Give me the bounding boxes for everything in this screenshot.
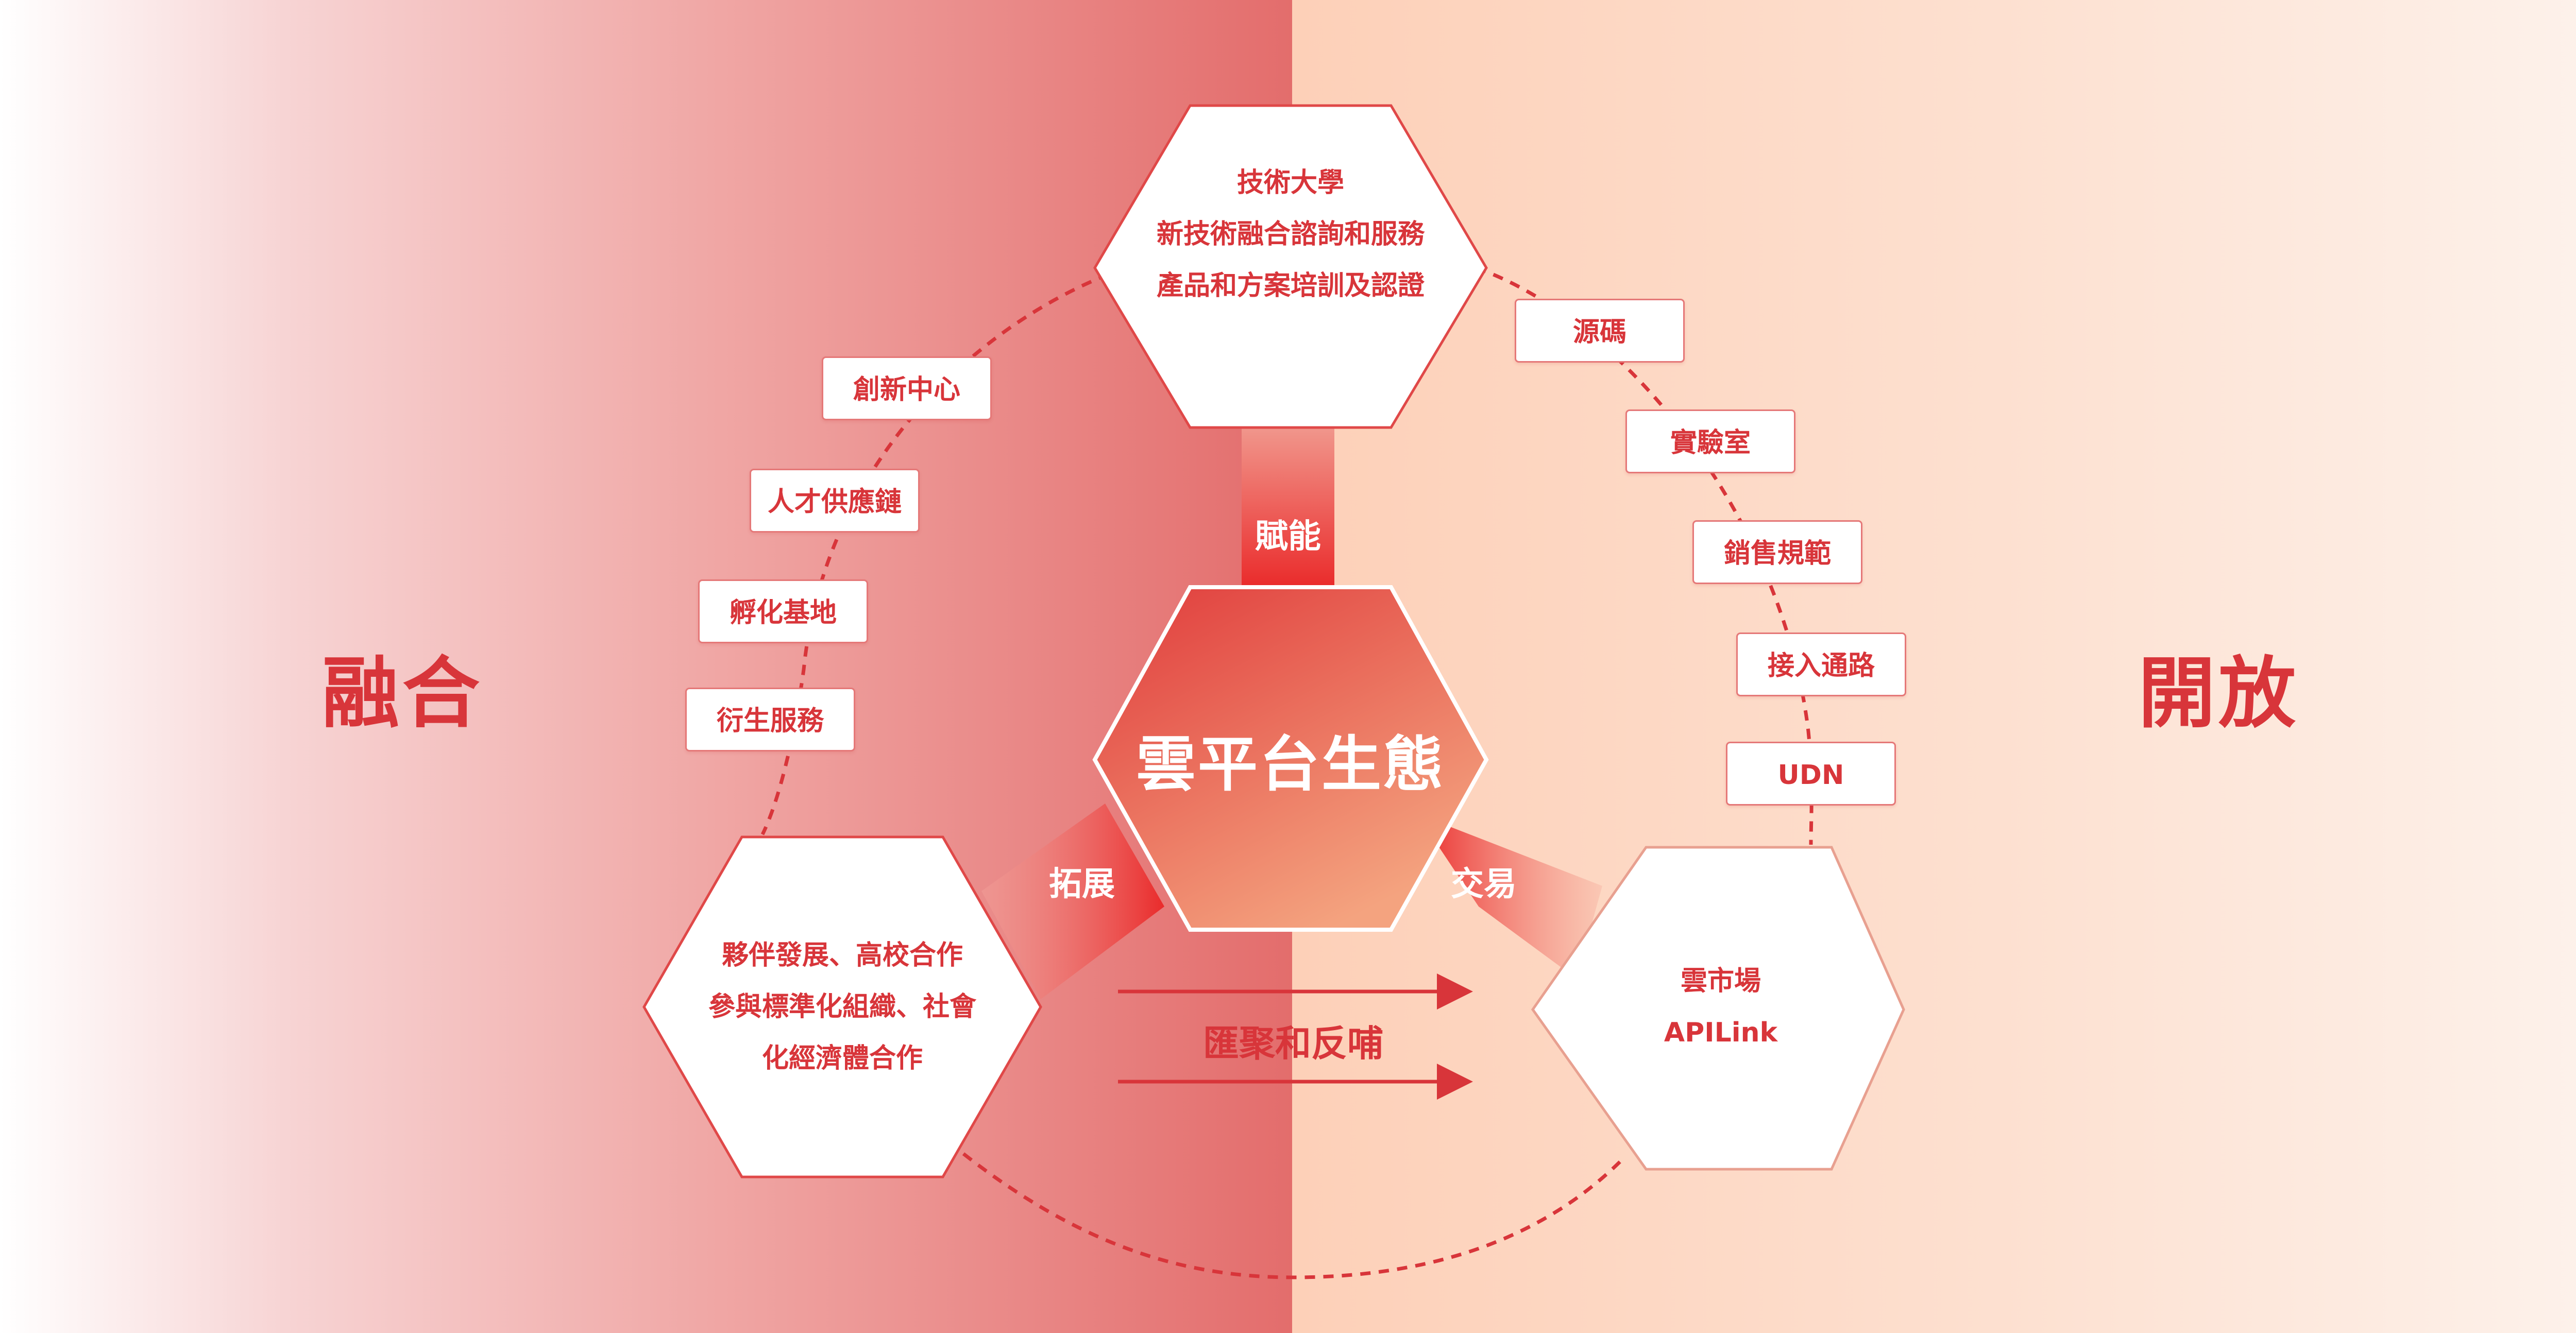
tag-laboratory: 實驗室 xyxy=(1625,409,1795,473)
left-hexagon xyxy=(642,835,1042,1178)
top-hex-line-3: 產品和方案培訓及認證 xyxy=(1156,270,1425,301)
connector-label-top: 賦能 xyxy=(1255,518,1321,556)
dashed-arc-left xyxy=(760,266,1127,835)
right-hex-line-2: APILink xyxy=(1664,1017,1778,1048)
right-hex-line-1: 雲市場 xyxy=(1680,966,1761,997)
tag-udn: UDN xyxy=(1726,742,1896,806)
tag-innovation-center: 創新中心 xyxy=(822,356,992,420)
background-left-panel xyxy=(0,0,1292,1333)
left-hex-text: 夥伴發展、高校合作 參與標準化組織、社會 化經濟體合作 xyxy=(649,930,1036,1084)
left-hex-line-3: 化經濟體合作 xyxy=(761,1043,923,1074)
connector-bar-top xyxy=(1242,422,1334,587)
connector-label-right: 交易 xyxy=(1451,865,1517,903)
connector-label-left: 拓展 xyxy=(1049,865,1115,903)
side-title-right: 開放 xyxy=(2138,649,2299,739)
tag-talent-supply-chain: 人才供應鏈 xyxy=(750,469,920,533)
tag-source-code: 源碼 xyxy=(1515,299,1685,363)
top-hexagon xyxy=(1093,104,1488,429)
side-title-left: 融合 xyxy=(322,649,483,739)
top-hex-text: 技術大學 新技術融合諮詢和服務 產品和方案培訓及認證 xyxy=(1097,157,1484,312)
center-hexagon xyxy=(1092,585,1489,932)
connector-bar-left xyxy=(981,804,1164,999)
tag-access-channels: 接入通路 xyxy=(1736,633,1906,696)
connector-bar-right xyxy=(1417,814,1602,979)
center-title: 雲平台生態 xyxy=(1136,730,1445,799)
left-hex-line-1: 夥伴發展、高校合作 xyxy=(721,940,963,971)
dashed-arc-bottom xyxy=(962,1152,1624,1279)
background-right-panel xyxy=(1292,0,2576,1333)
tag-derivative-services: 衍生服務 xyxy=(685,688,855,751)
right-hex-text: 雲市場 APILink xyxy=(1540,955,1901,1058)
top-hex-line-1: 技術大學 xyxy=(1236,167,1344,198)
top-hex-line-2: 新技術融合諮詢和服務 xyxy=(1156,219,1425,250)
flow-label: 匯聚和反哺 xyxy=(1203,1022,1383,1065)
left-hex-line-2: 參與標準化組織、社會 xyxy=(708,992,976,1022)
right-hexagon xyxy=(1531,846,1905,1171)
tag-incubation-base: 孵化基地 xyxy=(698,579,868,643)
tag-sales-standards: 銷售規範 xyxy=(1692,520,1862,584)
